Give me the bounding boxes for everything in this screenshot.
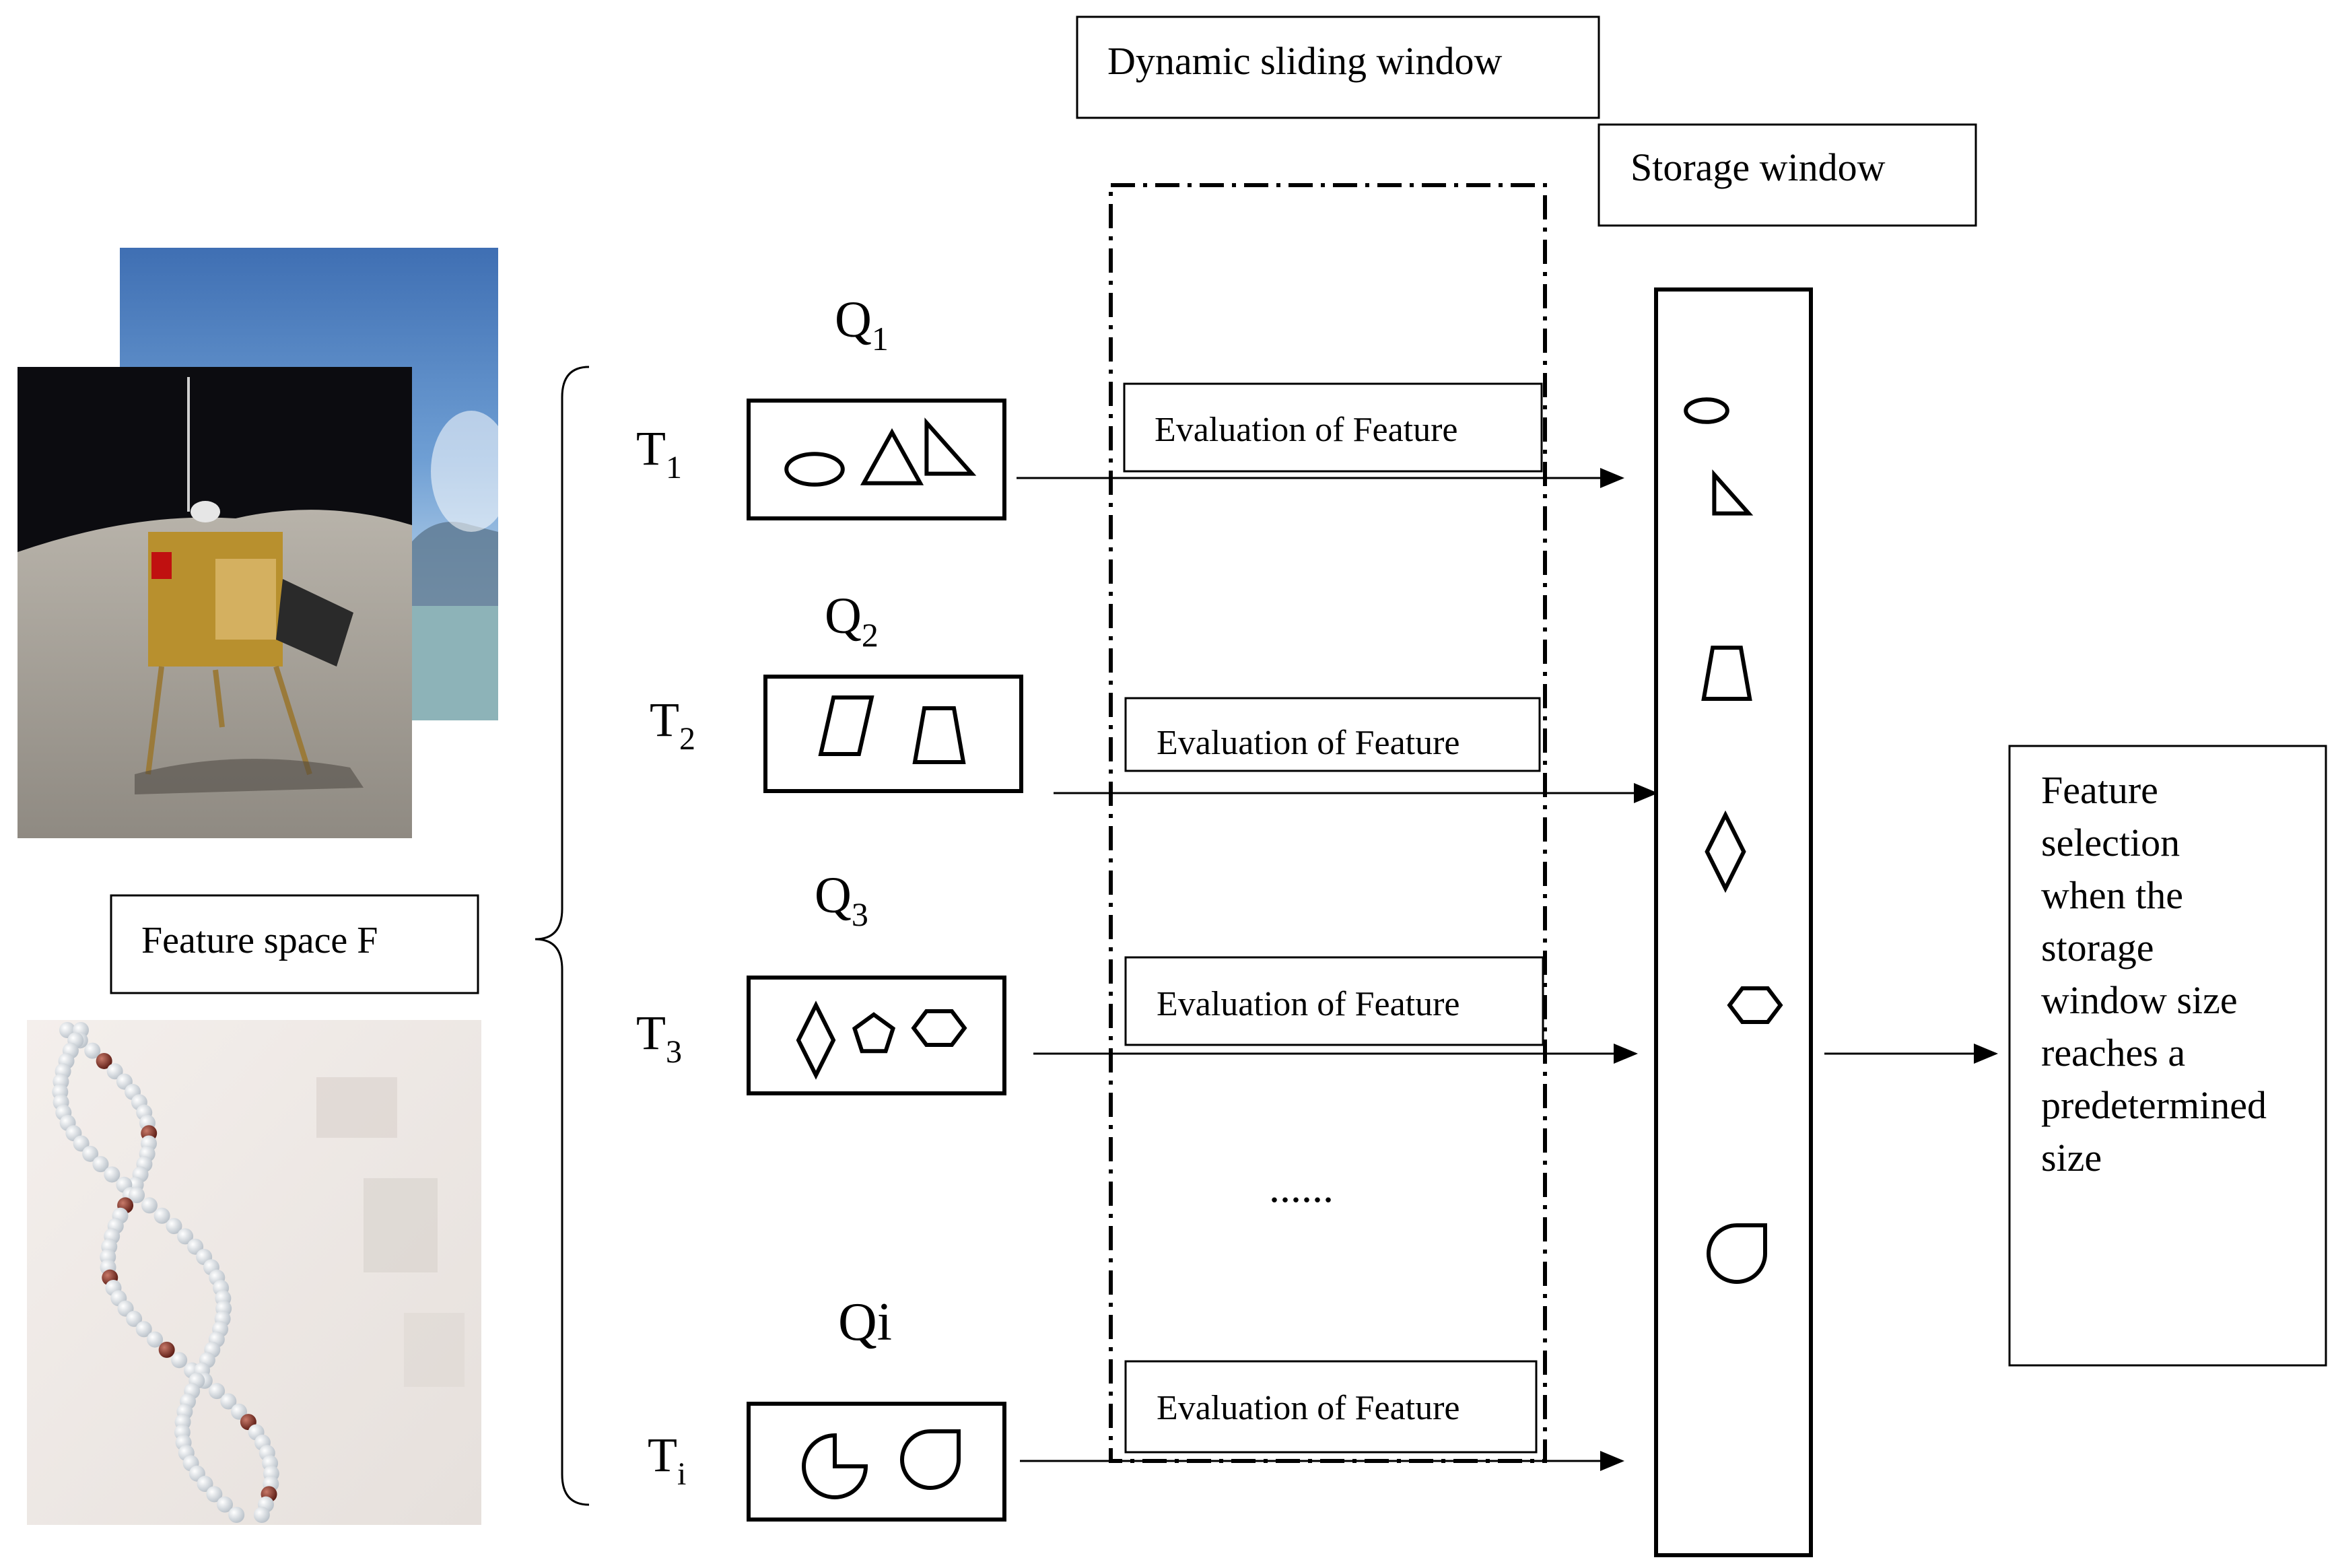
- task-shapes-box-3: [747, 976, 1006, 1095]
- teardrop-shape: [1707, 1223, 1767, 1284]
- ellipsis: ......: [1269, 1163, 1334, 1211]
- right-triangle-shape: [924, 417, 977, 476]
- feature-selection-text: Feature selection when the storage windo…: [2041, 768, 2276, 1180]
- dynamic-sliding-window-label: Dynamic sliding window: [1107, 39, 1503, 83]
- t-label-i: Ti: [648, 1428, 686, 1492]
- trapezoid-shape: [1701, 646, 1752, 701]
- right-triangle-shape: [1712, 469, 1754, 516]
- hexagon-shape: [911, 1009, 967, 1047]
- feature-selection-line-1: Feature: [2041, 768, 2158, 812]
- task-row-3: Q3 T3 Evaluation of Feature: [636, 867, 1638, 1095]
- q-label-i: Qi: [838, 1293, 892, 1352]
- evaluation-label-2: Evaluation of Feature: [1157, 724, 1460, 762]
- dna-bead: [153, 1207, 170, 1224]
- ellipse-shape: [784, 452, 845, 487]
- dna-bead: [106, 1063, 123, 1080]
- t-label-1: T1: [636, 421, 682, 485]
- task-shapes-i: [802, 1429, 961, 1499]
- feature-selection-box: Feature selection when the storage windo…: [2008, 745, 2327, 1367]
- photo-lunar-lander: [18, 367, 412, 838]
- ellipse-shape: [1684, 397, 1729, 424]
- task-row-1: Q1 T1 Evaluation of Feature: [636, 292, 1624, 520]
- dna-bead: [104, 1166, 121, 1183]
- dna-bead: [147, 1331, 164, 1348]
- storage-shapes: [1684, 397, 1783, 1284]
- feature-space-label: Feature space F: [141, 920, 378, 961]
- dna-bead: [135, 1321, 152, 1338]
- dynamic-sliding-window-box: Dynamic sliding window: [1076, 15, 1600, 119]
- dna-bead: [92, 1156, 109, 1173]
- dna-bead: [177, 1228, 194, 1245]
- dna-bead: [166, 1218, 182, 1235]
- task-shapes-2: [818, 695, 966, 764]
- feature-selection-line-6: reaches a: [2041, 1031, 2185, 1075]
- dna-bead: [82, 1145, 99, 1162]
- task-shapes-box-2: [763, 675, 1023, 793]
- dna-bead: [171, 1352, 188, 1369]
- dna-bead: [253, 1507, 270, 1523]
- evaluation-box-2: [1124, 697, 1541, 772]
- diamond-shape: [796, 1000, 836, 1080]
- evaluation-label-3: Evaluation of Feature: [1157, 985, 1460, 1023]
- dna-bead: [197, 1476, 213, 1493]
- t-label-3: T3: [636, 1006, 682, 1070]
- feature-selection-line-5: window size: [2041, 978, 2238, 1022]
- evaluation-label-i: Evaluation of Feature: [1157, 1389, 1460, 1427]
- evaluation-box-i: [1124, 1360, 1538, 1454]
- dna-bead: [129, 1187, 145, 1204]
- pie-shape: [802, 1433, 868, 1499]
- storage-window-column: [1654, 287, 1813, 1557]
- task-shapes-1: [784, 417, 977, 487]
- dna-bead: [220, 1393, 237, 1410]
- dna-bead: [228, 1507, 245, 1523]
- feature-selection-line-3: when the: [2041, 873, 2183, 917]
- dna-bead: [126, 1310, 143, 1327]
- hexagon-shape: [1727, 986, 1783, 1024]
- t-label-2: T2: [650, 693, 695, 757]
- teardrop-shape: [900, 1429, 961, 1490]
- parallelogram-shape: [818, 695, 874, 756]
- feature-selection-line-7: predetermined: [2041, 1083, 2267, 1127]
- storage-window-label: Storage window: [1630, 145, 1886, 189]
- feature-selection-line-8: size: [2041, 1136, 2102, 1180]
- feature-space-box: Feature space F: [110, 894, 479, 994]
- dna-bead: [84, 1042, 101, 1059]
- task-row-i: Qi Ti Evaluation of Feature: [648, 1293, 1624, 1522]
- q-label-1: Q1: [835, 292, 889, 357]
- photo-dna-helix: [27, 1020, 481, 1525]
- dna-bead: [96, 1052, 112, 1069]
- task-row-2: Q2 T2 Evaluation of Feature: [650, 588, 1658, 803]
- storage-window-label-box: Storage window: [1598, 123, 1977, 227]
- dna-bead: [206, 1486, 223, 1503]
- dna-bead: [230, 1403, 247, 1420]
- evaluation-box-1: [1123, 382, 1543, 473]
- dynamic-sliding-window-frame: [1109, 183, 1547, 1463]
- feature-selection-line-4: storage: [2041, 926, 2154, 969]
- q-label-3: Q3: [815, 867, 868, 933]
- feature-selection-line-2: selection: [2041, 821, 2180, 864]
- evaluation-label-1: Evaluation of Feature: [1155, 411, 1458, 449]
- trapezoid-shape: [912, 706, 966, 764]
- diamond-shape: [1705, 810, 1746, 893]
- triangle-shape: [860, 428, 924, 485]
- q-label-2: Q2: [825, 588, 879, 654]
- pentagon-shape: [852, 1012, 896, 1054]
- dna-bead: [209, 1383, 226, 1400]
- dna-bead: [158, 1341, 175, 1358]
- task-shapes-3: [796, 1000, 967, 1080]
- curly-brace: [535, 366, 590, 1506]
- dna-bead: [141, 1197, 158, 1214]
- evaluation-box-3: [1124, 956, 1544, 1046]
- dna-bead: [217, 1496, 234, 1513]
- task-shapes-box-i: [747, 1402, 1006, 1522]
